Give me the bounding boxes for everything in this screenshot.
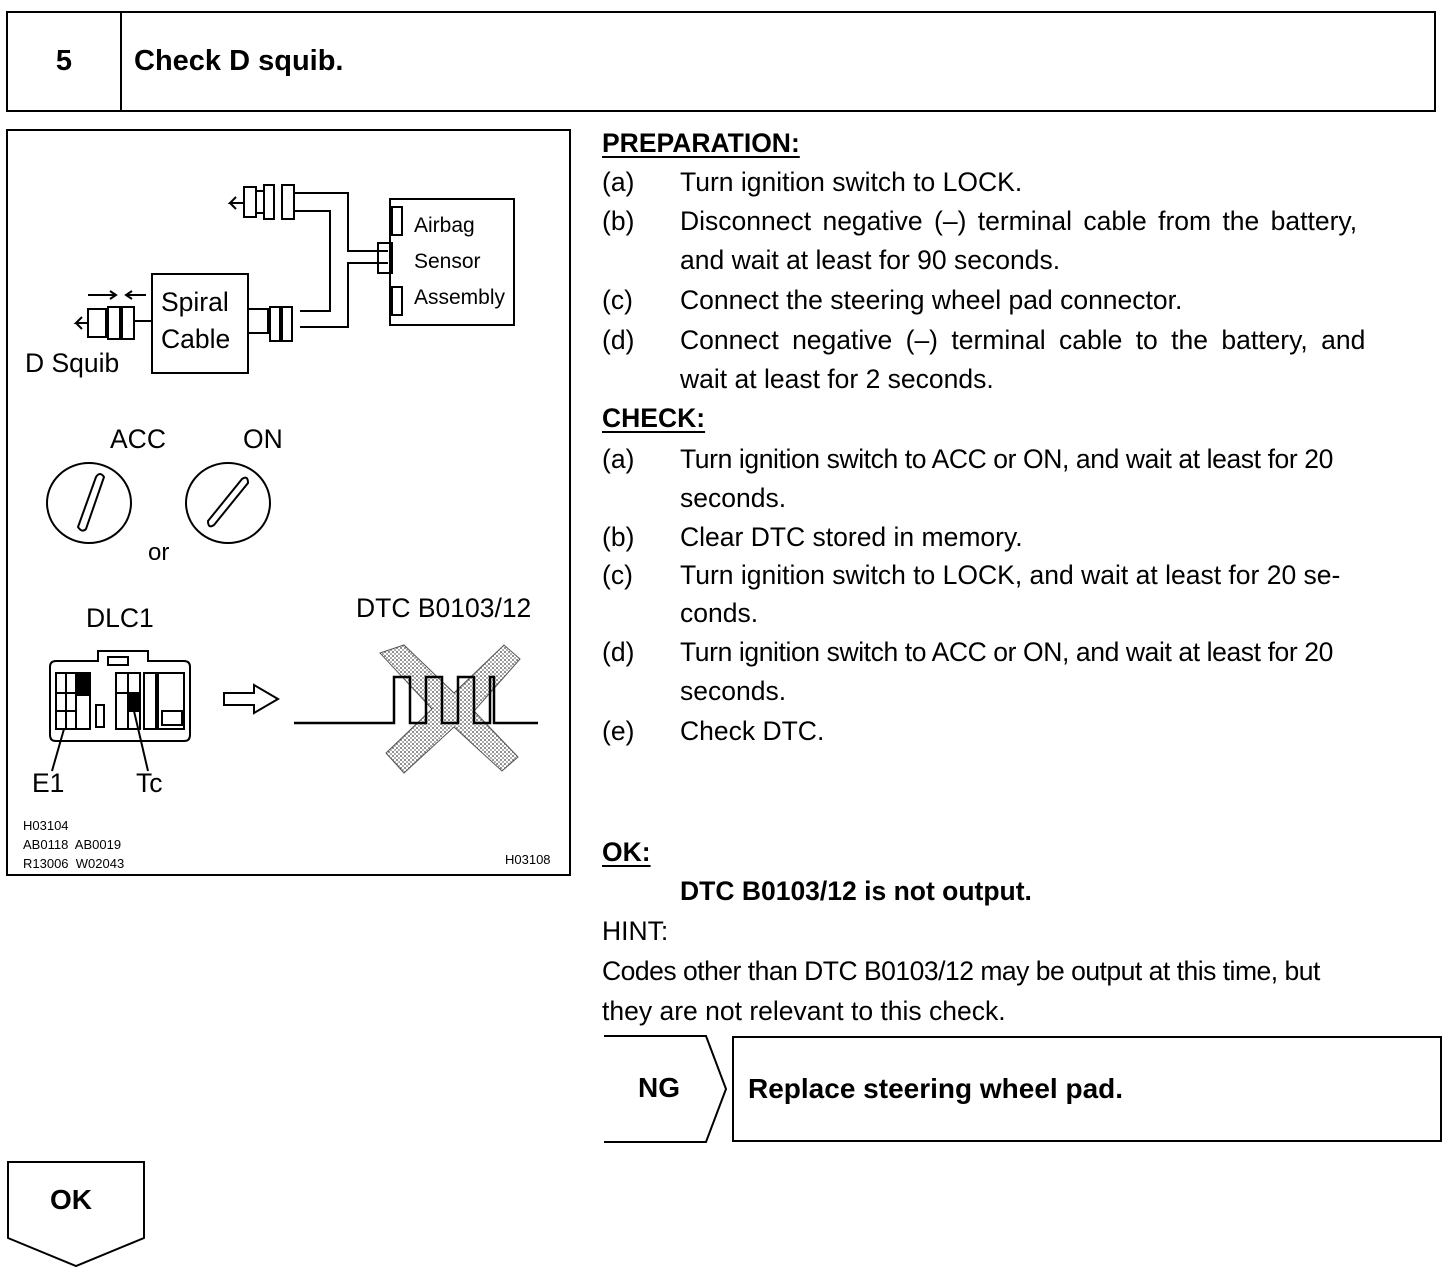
dtc-waveform xyxy=(294,644,538,774)
ng-label: NG xyxy=(638,1072,680,1103)
figure-code-2: AB0118 AB0019 xyxy=(23,837,122,852)
step-number: 5 xyxy=(8,13,122,110)
dlc1-label: DLC1 xyxy=(86,603,154,633)
ok-heading: OK: xyxy=(602,837,651,867)
assembly-label: Assembly xyxy=(414,286,506,309)
prep-c-letter: (c) xyxy=(602,285,633,315)
check-a-text-1: Turn ignition switch to ACC or ON, and w… xyxy=(680,444,1333,474)
prep-a-text: Turn ignition switch to LOCK. xyxy=(680,167,1023,197)
prep-b-text-1: Disconnect negative (–) terminal cable f… xyxy=(680,206,1358,236)
step-title: Check D squib. xyxy=(134,45,344,77)
prep-d-letter: (d) xyxy=(602,325,635,355)
check-e-text: Check DTC. xyxy=(680,716,825,746)
ok-result: DTC B0103/12 is not output. xyxy=(680,876,1032,906)
acc-key-icon xyxy=(46,462,132,544)
wire-low xyxy=(300,262,388,328)
step-header: 5 Check D squib. xyxy=(6,11,1436,112)
dlc1-connector-icon xyxy=(49,650,191,772)
or-label: or xyxy=(148,539,170,566)
airbag-sensor-box xyxy=(389,198,515,326)
ng-action-text: Replace steering wheel pad. xyxy=(748,1073,1124,1104)
check-d-letter: (d) xyxy=(602,637,635,667)
figure-drawing xyxy=(46,184,538,774)
prep-b-letter: (b) xyxy=(602,206,635,236)
check-b-text: Clear DTC stored in memory. xyxy=(680,522,1023,552)
acc-label: ACC xyxy=(110,424,166,454)
d-squib-connector xyxy=(73,290,152,340)
hint-text-1: Codes other than DTC B0103/12 may be out… xyxy=(602,956,1320,986)
prep-d-text-1: Connect negative (–) terminal cable to t… xyxy=(680,325,1366,355)
cable-label: Cable xyxy=(161,324,231,354)
wire-mid xyxy=(294,210,331,312)
dtc-label: DTC B0103/12 xyxy=(356,593,532,623)
wire-top xyxy=(294,192,388,252)
on-label: ON xyxy=(243,424,283,454)
preparation-heading: PREPARATION: xyxy=(602,128,800,158)
top-connector xyxy=(227,184,295,220)
ng-flow-arrow xyxy=(604,1035,728,1143)
check-b-letter: (b) xyxy=(602,522,635,552)
check-c-letter: (c) xyxy=(602,560,633,590)
figure-code-1: H03104 xyxy=(23,818,69,833)
check-heading: CHECK: xyxy=(602,403,706,433)
figure-code-right: H03108 xyxy=(505,852,551,867)
hint-label: HINT: xyxy=(602,916,669,946)
prep-b-text-2: and wait at least for 90 seconds. xyxy=(680,245,1061,275)
e1-label: E1 xyxy=(32,768,65,798)
ng-action-box: Replace steering wheel pad. xyxy=(732,1036,1442,1142)
check-a-letter: (a) xyxy=(602,444,635,474)
hint-text-2: they are not relevant to this check. xyxy=(602,996,1006,1026)
figure-code-3: R13006 W02043 xyxy=(23,856,125,871)
check-d-text-1: Turn ignition switch to ACC or ON, and w… xyxy=(680,637,1333,667)
on-key-icon xyxy=(185,462,271,544)
prep-d-text-2: wait at least for 2 seconds. xyxy=(680,364,994,394)
spiral-label: Spiral xyxy=(161,287,229,317)
ok-flow-label: OK xyxy=(50,1184,92,1215)
airbag-label: Airbag xyxy=(414,214,475,237)
check-a-text-2: seconds. xyxy=(680,483,787,513)
check-c-text-2: conds. xyxy=(680,598,759,628)
d-squib-label: D Squib xyxy=(25,348,120,378)
wiring-figure: Airbag Sensor Assembly Spiral Cable D Sq… xyxy=(6,129,571,876)
check-d-text-2: seconds. xyxy=(680,676,787,706)
prep-c-text: Connect the steering wheel pad connector… xyxy=(680,285,1183,315)
check-e-letter: (e) xyxy=(602,716,635,746)
ok-flow-arrow xyxy=(7,1161,145,1268)
right-arrow-icon xyxy=(223,683,280,715)
check-c-text-1: Turn ignition switch to LOCK, and wait a… xyxy=(680,560,1341,590)
sensor-label: Sensor xyxy=(414,250,481,273)
tc-label: Tc xyxy=(136,768,163,798)
prep-a-letter: (a) xyxy=(602,167,635,197)
